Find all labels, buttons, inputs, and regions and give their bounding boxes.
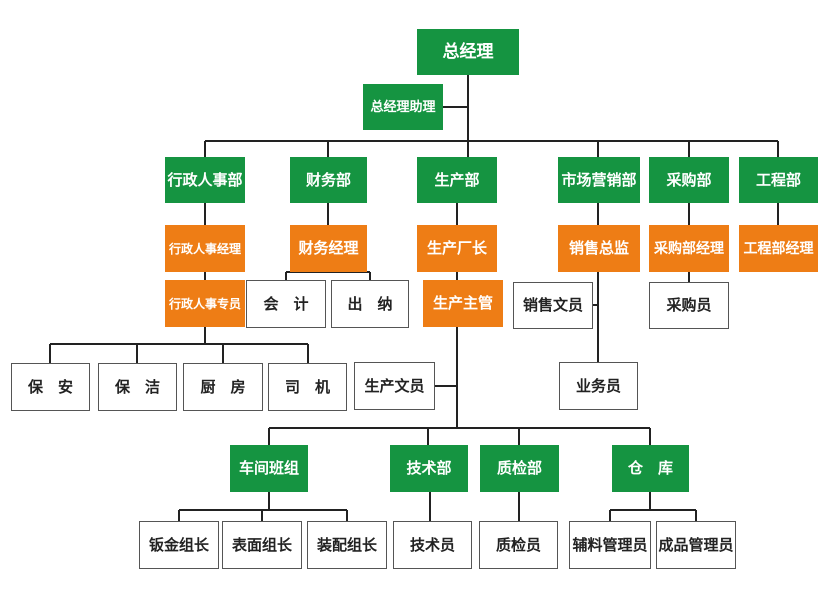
node-finance: 财务部 — [290, 157, 367, 203]
node-purchasing: 采购部 — [649, 157, 729, 203]
node-marketing: 市场营销部 — [558, 157, 640, 203]
node-sheet-metal-team: 钣金组长 — [139, 521, 219, 569]
node-tech-dept: 技术部 — [390, 445, 468, 492]
node-cleaning: 保 洁 — [98, 363, 177, 411]
node-ceo: 总经理 — [417, 29, 519, 75]
node-sales-director: 销售总监 — [558, 225, 640, 272]
node-engineering: 工程部 — [739, 157, 818, 203]
node-admin-hr: 行政人事部 — [165, 157, 245, 203]
node-production-supervisor: 生产主管 — [423, 280, 503, 327]
node-security: 保 安 — [11, 363, 90, 411]
node-finance-manager: 财务经理 — [290, 225, 367, 272]
node-sales-clerk: 销售文员 — [513, 282, 593, 329]
node-production: 生产部 — [417, 157, 497, 203]
node-aux-material-admin: 辅料管理员 — [569, 521, 651, 569]
node-production-clerk: 生产文员 — [354, 362, 435, 410]
node-purchasing-manager: 采购部经理 — [649, 225, 729, 272]
node-admin-hr-manager: 行政人事经理 — [165, 225, 245, 272]
node-workshop-team: 车间班组 — [230, 445, 308, 492]
node-finished-goods-admin: 成品管理员 — [656, 521, 736, 569]
node-engineering-manager: 工程部经理 — [739, 225, 818, 272]
node-surface-team: 表面组长 — [222, 521, 302, 569]
node-salesperson: 业务员 — [559, 362, 638, 410]
node-kitchen: 厨 房 — [183, 363, 263, 411]
node-qc-dept: 质检部 — [480, 445, 559, 492]
node-admin-hr-specialist: 行政人事专员 — [165, 280, 245, 327]
node-cashier: 出 纳 — [331, 280, 409, 328]
node-technician: 技术员 — [393, 521, 472, 569]
node-driver: 司 机 — [268, 363, 347, 411]
node-inspector: 质检员 — [479, 521, 558, 569]
node-purchaser: 采购员 — [649, 282, 729, 329]
node-warehouse: 仓 库 — [612, 445, 689, 492]
node-plant-manager: 生产厂长 — [417, 225, 497, 272]
node-ceo-assistant: 总经理助理 — [363, 84, 443, 130]
node-assembly-team: 装配组长 — [307, 521, 387, 569]
node-accountant: 会 计 — [246, 280, 326, 328]
